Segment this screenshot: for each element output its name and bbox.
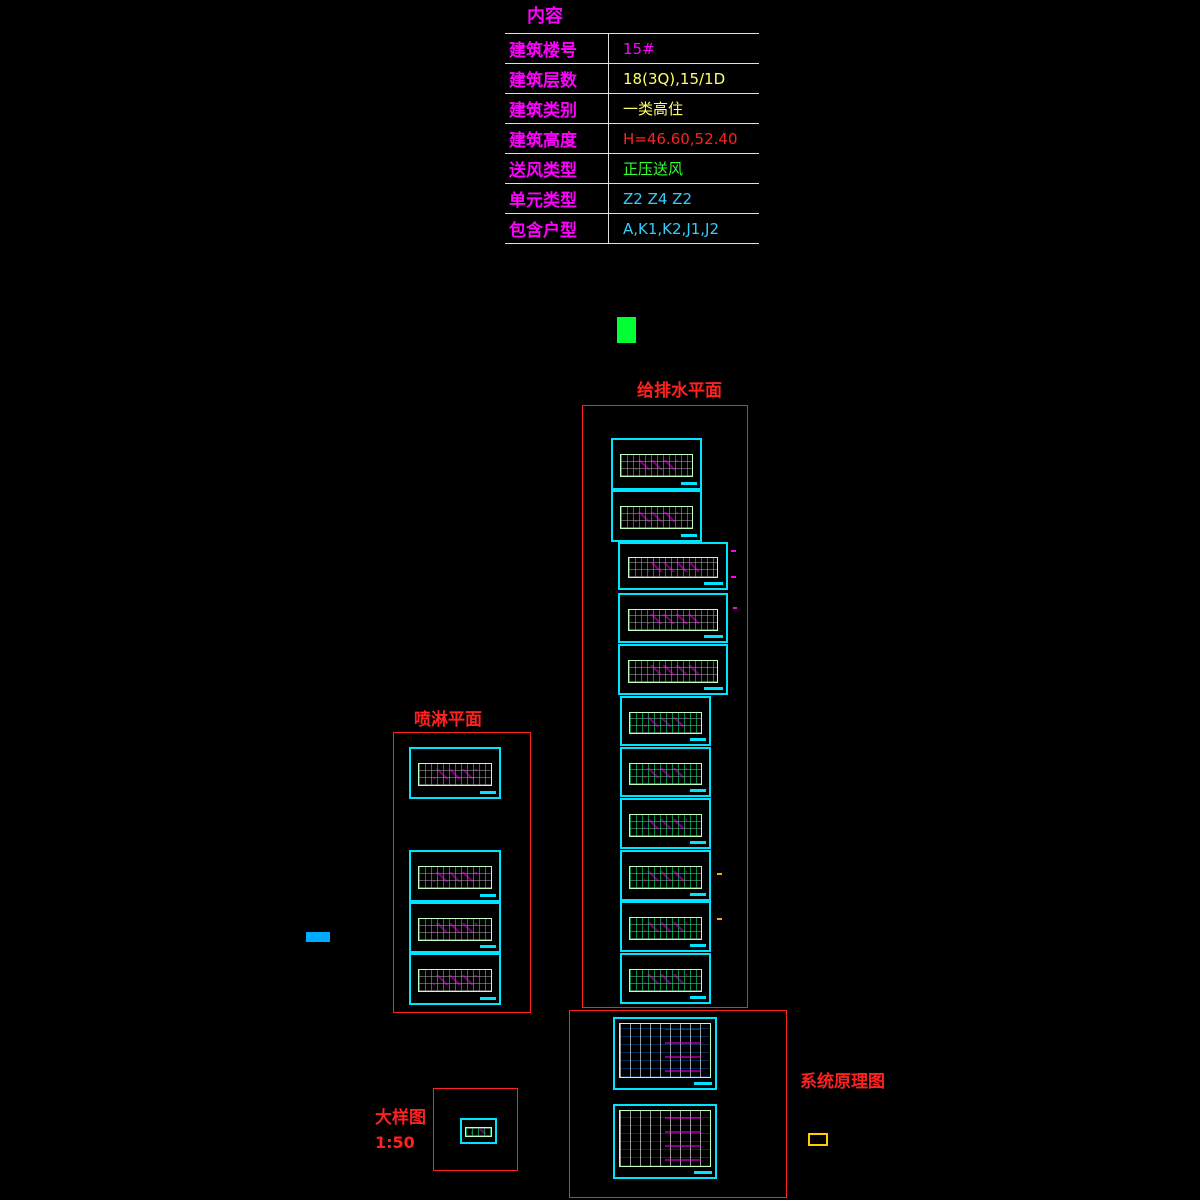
title-block [690, 789, 706, 792]
summary-value: 一类高住 [608, 93, 759, 124]
water-plan-sheet[interactable] [618, 593, 728, 643]
title-block [703, 635, 723, 638]
water-plan-sheet[interactable] [618, 542, 728, 590]
drawing-content [628, 969, 703, 992]
sprinkler-plan-label: 喷淋平面 [414, 710, 482, 730]
summary-row: 送风类型正压送风 [505, 153, 759, 184]
system-frame[interactable] [569, 1010, 787, 1198]
detail-label: 大样图 [375, 1108, 426, 1128]
system-label: 系统原理图 [800, 1072, 885, 1092]
summary-value: 18(3Q),15/1D [608, 63, 759, 94]
summary-key: 建筑楼号 [505, 33, 609, 64]
drawing-content [628, 866, 703, 889]
water-plan-sheet[interactable] [620, 850, 711, 901]
detail-frame[interactable] [433, 1088, 518, 1171]
drawing-content [628, 608, 718, 631]
system-sheet[interactable] [613, 1104, 717, 1179]
revision-mark [731, 550, 736, 552]
system-sheet[interactable] [613, 1017, 717, 1090]
water-plan-sheet[interactable] [620, 901, 711, 952]
drawing-content [619, 1110, 711, 1168]
drawing-content [628, 557, 718, 579]
summary-key: 建筑高度 [505, 123, 609, 154]
water-plan-sheet[interactable] [611, 490, 702, 542]
drawing-content [619, 506, 694, 530]
title-block [703, 582, 723, 585]
drawing-content [418, 969, 492, 993]
summary-key: 建筑类别 [505, 93, 609, 124]
title-block [694, 1171, 712, 1174]
drawing-content [628, 917, 703, 940]
sprinkler-plan-frame[interactable] [393, 732, 531, 1013]
water-plan-sheet[interactable] [620, 696, 711, 746]
legend-block[interactable] [808, 1133, 828, 1146]
title-block [690, 996, 706, 999]
title-block [703, 687, 723, 690]
title-block [480, 997, 496, 1000]
summary-key: 建筑层数 [505, 63, 609, 94]
summary-key: 单元类型 [505, 183, 609, 214]
drawing-content [464, 1126, 493, 1138]
sprinkler-plan-sheet[interactable] [409, 902, 501, 953]
drawing-content [418, 866, 492, 890]
sprinkler-plan-sheet[interactable] [409, 850, 501, 902]
summary-value: 15# [608, 33, 759, 64]
title-block [480, 945, 496, 948]
drawing-content [619, 454, 694, 478]
summary-row: 建筑类别一类高住 [505, 93, 759, 124]
water-plan-sheet[interactable] [620, 953, 711, 1004]
drawing-content [628, 711, 703, 734]
water-plan-sheet[interactable] [620, 747, 711, 797]
drawing-content [418, 918, 492, 941]
drawing-content [418, 763, 492, 787]
summary-value: H=46.60,52.40 [608, 123, 759, 154]
title-block [690, 944, 706, 947]
summary-value: 正压送风 [608, 153, 759, 184]
green-marker[interactable] [617, 317, 636, 343]
note-block[interactable] [306, 932, 330, 942]
detail-sheet[interactable] [460, 1118, 497, 1144]
water-plan-sheet[interactable] [611, 438, 702, 490]
title-block [690, 841, 706, 844]
drawing-content [628, 660, 718, 683]
drawing-content [628, 762, 703, 785]
title-block [681, 482, 697, 485]
summary-value: A,K1,K2,J1,J2 [608, 213, 759, 244]
summary-title: 内容 [527, 6, 563, 27]
summary-key: 送风类型 [505, 153, 609, 184]
revision-mark [731, 576, 736, 578]
sprinkler-plan-sheet[interactable] [409, 747, 501, 799]
title-block [480, 791, 496, 794]
revision-mark [717, 873, 722, 875]
summary-value: Z2 Z4 Z2 [608, 183, 759, 214]
drawing-content [619, 1023, 711, 1079]
title-block [690, 738, 706, 741]
water-plan-frame[interactable] [582, 405, 748, 1008]
water-plan-label: 给排水平面 [637, 381, 722, 401]
detail-scale: 1:50 [375, 1133, 415, 1152]
drawing-content [628, 814, 703, 837]
title-block [681, 534, 697, 537]
title-block [694, 1082, 712, 1085]
revision-mark [717, 918, 722, 920]
sprinkler-plan-sheet[interactable] [409, 953, 501, 1005]
revision-mark [733, 607, 737, 609]
summary-key: 包含户型 [505, 213, 609, 244]
water-plan-sheet[interactable] [620, 798, 711, 849]
title-block [690, 893, 706, 896]
title-block [480, 894, 496, 897]
water-plan-sheet[interactable] [618, 644, 728, 695]
